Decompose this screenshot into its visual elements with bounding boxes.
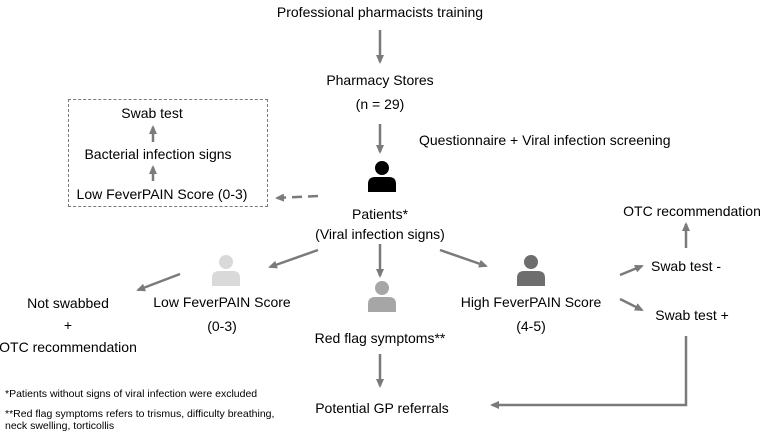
- node-low-score: Low FeverPAIN Score: [153, 294, 291, 310]
- low-score-pathway-box: [68, 99, 268, 207]
- arrow-low-to-not-swabbed: [136, 272, 181, 292]
- node-screening: Questionnaire + Viral infection screenin…: [419, 132, 671, 148]
- footnote-red-flag-1: **Red flag symptoms refers to trismus, d…: [5, 408, 275, 420]
- person-icon-high: [517, 255, 545, 286]
- arrow-patients-to-box: [275, 193, 319, 202]
- footnote-patients: *Patients without signs of viral infecti…: [5, 388, 258, 400]
- arrow-patients-to-high: [439, 248, 488, 268]
- node-stores-count: (n = 29): [355, 96, 405, 112]
- node-gp-referrals: Potential GP referrals: [315, 400, 449, 416]
- box-low-score: Low FeverPAIN Score (0-3): [76, 186, 248, 202]
- node-high-range: (4-5): [516, 318, 546, 334]
- person-icon-red-flag: [368, 281, 396, 312]
- node-training: Professional pharmacists training: [276, 4, 484, 20]
- node-swab-positive: Swab test +: [655, 307, 729, 323]
- box-bacterial-signs: Bacterial infection signs: [84, 146, 232, 162]
- person-icon-patients: [368, 161, 396, 192]
- node-patients-sub: (Viral infection signs): [315, 226, 445, 242]
- node-otc-right: OTC recommendation: [623, 203, 760, 219]
- node-otc-left: OTC recommendation: [0, 339, 137, 355]
- node-pharmacy-stores: Pharmacy Stores: [326, 72, 434, 88]
- node-red-flag: Red flag symptoms**: [314, 330, 446, 346]
- node-swab-negative: Swab test -: [650, 258, 722, 274]
- node-not-swabbed: Not swabbed: [27, 295, 109, 311]
- node-low-range: (0-3): [207, 318, 237, 334]
- box-swab-test: Swab test: [121, 105, 183, 121]
- arrow-high-to-swab-pos: [619, 297, 644, 312]
- node-patients: Patients*: [351, 206, 409, 222]
- arrow-swab-pos-to-gp: [490, 336, 688, 409]
- node-plus: +: [63, 317, 73, 333]
- node-high-score: High FeverPAIN Score: [460, 294, 602, 310]
- arrow-patients-to-low: [268, 248, 319, 269]
- arrow-high-to-swab-neg: [619, 264, 644, 277]
- person-icon-low: [212, 255, 240, 286]
- footnote-red-flag-2: neck swelling, torticollis: [5, 420, 115, 432]
